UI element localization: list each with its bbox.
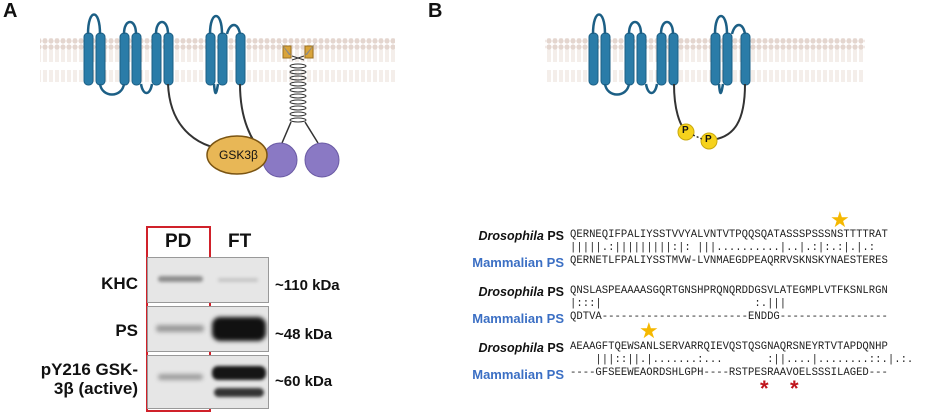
drosophila-label-2: Drosophila PS [478, 285, 564, 299]
row-label-py216-line2: 3β (active) [53, 379, 138, 398]
drosophila-label-1: Drosophila PS [478, 229, 564, 243]
gsk3b-shape [206, 135, 268, 175]
helix [83, 32, 94, 86]
motor-head-right [304, 142, 340, 178]
blot-khc [147, 257, 269, 303]
drosophila-label-3: Drosophila PS [478, 341, 564, 355]
size-ps: ~48 kDa [275, 326, 333, 343]
seq-mammalian-1: QERNETLFPALIYSSTMVW-LVNMAEGDPEAQRRVSKNSK… [570, 255, 888, 267]
gsk3b-label: GSK3β [219, 148, 258, 162]
yellow-star-icon: ★ [639, 318, 659, 343]
blot-ps [147, 306, 269, 352]
phospho-circle-2 [700, 132, 718, 150]
row-label-py216: pY216 GSK- 3β (active) [33, 360, 138, 398]
seq-match-1: |||||.:|||||||||:|: |||..........|..|.:|… [570, 242, 876, 254]
mammalian-label-1: Mammalian PS [472, 255, 564, 270]
column-header-pd: PD [165, 231, 192, 252]
size-khc: ~110 kDa [275, 277, 340, 294]
helix [163, 32, 174, 86]
helix [235, 32, 246, 86]
seq-mammalian-2: QDTVA-----------------------ENDDG-------… [570, 311, 888, 323]
phospho-label-1: P [682, 125, 689, 136]
yellow-star-icon: ★ [830, 207, 850, 232]
row-label-ps: PS [115, 321, 138, 340]
mammalian-label-3: Mammalian PS [472, 367, 564, 382]
mammalian-label-2: Mammalian PS [472, 311, 564, 326]
helix [119, 32, 130, 86]
helix [131, 32, 142, 86]
row-label-py216-line1: pY216 GSK- [40, 360, 138, 379]
helix [217, 32, 228, 86]
panel-a-letter: A [3, 0, 18, 22]
size-py216: ~60 kDa [275, 373, 333, 390]
helix [205, 32, 216, 86]
motor-head-left [262, 142, 298, 178]
seq-drosophila-3: AEAAGFTQEWSANLSERVARRQIEVQSTQSGNAQRSNEYR… [570, 341, 888, 353]
seq-mammalian-3: ----GFSEEWEAORDSHLGPH----RSTPESRAAVOELSS… [570, 367, 888, 379]
row-label-khc: KHC [101, 274, 138, 293]
blot-py216 [147, 355, 269, 409]
helix [95, 32, 106, 86]
seq-drosophila-1: QERNEQIFPALIYSSTVVYALVNTVTPQQSQATASSSPSS… [570, 229, 888, 241]
seq-match-2: |:::| :.||| [570, 298, 787, 310]
seq-drosophila-2: QNSLASPEAAAASGQRTGNSHPRQNQRDDGSVLATEGMPL… [570, 285, 888, 297]
panel-b-letter: B [428, 0, 443, 22]
red-star-icon: * [760, 376, 769, 401]
red-star-icon: * [790, 376, 799, 401]
column-header-ft: FT [228, 231, 252, 252]
helix [151, 32, 162, 86]
phospho-label-2: P [705, 134, 712, 145]
phospho-circle-1 [677, 123, 695, 141]
seq-match-3: |||::||.|.......:... :||....|........::.… [570, 354, 914, 366]
